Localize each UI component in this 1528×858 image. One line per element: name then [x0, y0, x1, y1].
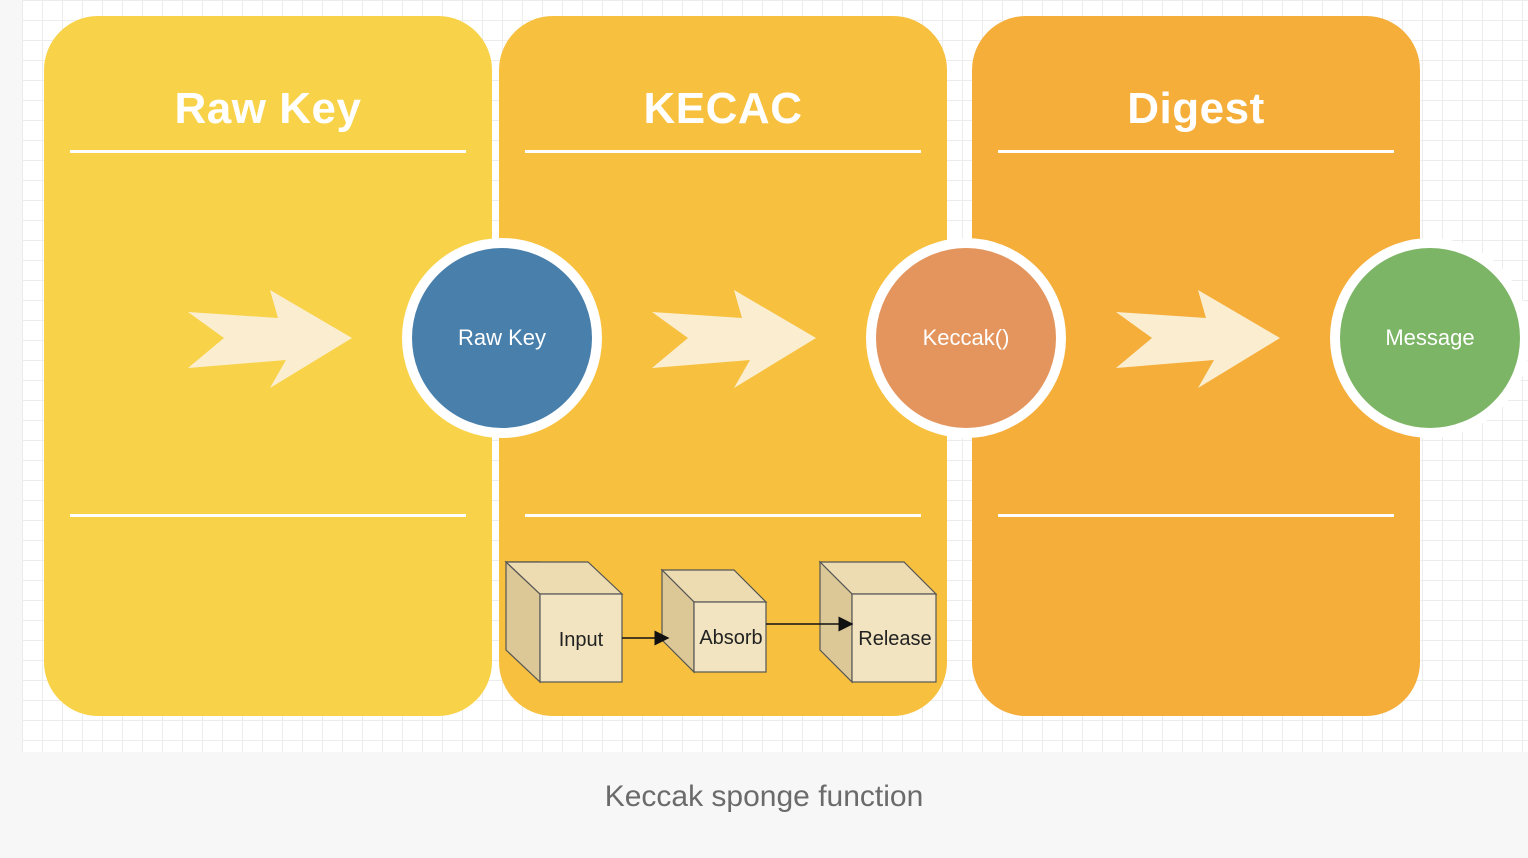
- divider-bottom: [70, 514, 466, 517]
- divider-bottom: [525, 514, 921, 517]
- node-label: Message: [1385, 325, 1475, 350]
- flow-arrow-icon: [1116, 290, 1280, 388]
- step-label-absorb: Absorb: [699, 627, 762, 649]
- node-raw-key: Raw Key: [402, 238, 602, 438]
- node-message: Message: [1330, 238, 1528, 438]
- flow-arrow-icon: [652, 290, 816, 388]
- panel-title-raw-key: Raw Key: [174, 84, 362, 133]
- divider-top: [525, 150, 921, 153]
- cube-release: Release: [818, 560, 938, 684]
- divider-top: [998, 150, 1394, 153]
- node-label: Raw Key: [457, 325, 547, 350]
- figure-caption: Keccak sponge function: [604, 780, 924, 813]
- cube-input: Input: [504, 560, 624, 684]
- node-keccak: Keccak(): [866, 238, 1066, 438]
- sponge-steps: Input Absorb Release: [504, 560, 938, 684]
- divider-top: [70, 150, 466, 153]
- panel-title-digest: Digest: [1127, 84, 1265, 133]
- divider-bottom: [998, 514, 1394, 517]
- step-label-release: Release: [858, 628, 931, 650]
- node-label: Keccak(): [922, 325, 1010, 350]
- cube-absorb: Absorb: [660, 568, 768, 674]
- flow-arrow-icon: [188, 290, 352, 388]
- panel-title-kecac: KECAC: [643, 84, 803, 133]
- step-label-input: Input: [559, 629, 604, 651]
